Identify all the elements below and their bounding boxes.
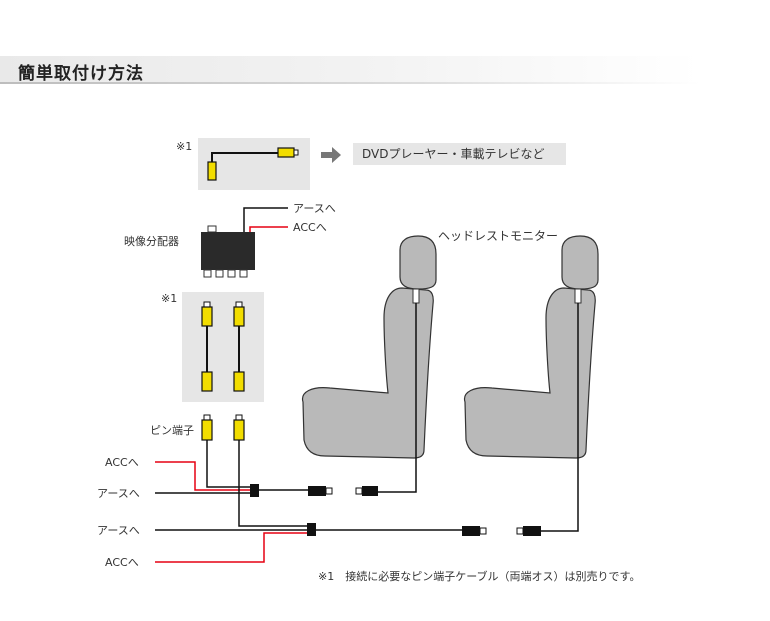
- cable-panel-top: [198, 138, 310, 190]
- rca-plug-icon: [201, 419, 213, 441]
- rca-plug-icon: [277, 147, 295, 158]
- rca-plug-icon: [233, 419, 245, 441]
- rca-plug-icon: [207, 161, 217, 181]
- acc-label-left-2: ACCへ: [105, 556, 139, 569]
- note-mark-top: ※1: [176, 140, 192, 153]
- note-mark-middle: ※1: [161, 292, 177, 305]
- dvd-box-label: DVDプレーヤー・車載テレビなど: [362, 147, 544, 161]
- car-seat-icon: [463, 235, 599, 459]
- arrow-right-icon: [321, 147, 341, 163]
- earth-label-left-2: アースへ: [97, 524, 140, 537]
- monitor-cable-1: [378, 303, 417, 493]
- section-header-underline: [0, 82, 700, 84]
- car-seat-icon: [301, 235, 437, 459]
- cable-panel-middle: [182, 292, 264, 402]
- monitor-cable-2: [541, 303, 579, 532]
- pin-label: ピン端子: [150, 424, 194, 437]
- harness-2: [155, 440, 541, 563]
- acc-wire-top: [249, 226, 288, 232]
- earth-label-left-1: アースへ: [97, 487, 140, 500]
- section-header-band: [0, 56, 700, 84]
- earth-wire-top: [243, 207, 288, 232]
- rca-plug-icon: [201, 371, 213, 392]
- page-title: 簡単取付け方法: [18, 64, 144, 84]
- splitter-box-icon: [201, 225, 255, 278]
- splitter-label: 映像分配器: [124, 235, 179, 248]
- rca-plug-icon: [233, 371, 245, 392]
- monitor-label: ヘッドレストモニター: [438, 229, 558, 243]
- harness-1: [155, 440, 378, 497]
- rca-plug-icon: [201, 306, 213, 327]
- rca-cable-middle-right: [233, 301, 245, 392]
- acc-label-top: ACCへ: [293, 221, 327, 234]
- acc-label-left-1: ACCへ: [105, 456, 139, 469]
- footnote: ※1 接続に必要なピン端子ケーブル（両端オス）は別売りです。: [318, 569, 640, 583]
- rca-cable-top: [207, 147, 299, 181]
- rca-cable-middle-left: [201, 301, 213, 392]
- earth-label-top: アースへ: [293, 202, 336, 215]
- rca-plug-icon: [233, 306, 245, 327]
- dvd-player-box: [353, 143, 566, 165]
